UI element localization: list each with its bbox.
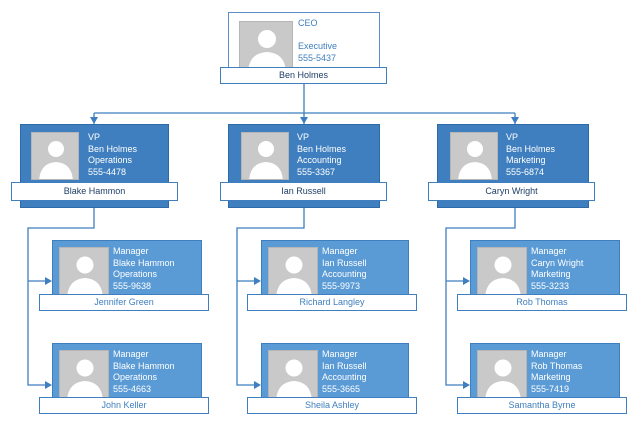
ceo-phone: 555-5437 bbox=[298, 52, 337, 63]
person-placeholder-icon bbox=[241, 132, 289, 180]
vp-info: VP Ben Holmes Accounting 555-3367 bbox=[297, 132, 347, 177]
manager-info: Manager Rob Thomas Marketing 555-7419 bbox=[531, 349, 583, 394]
person-placeholder-icon bbox=[59, 247, 109, 297]
manager-card[interactable]: Manager Ian Russell Accounting 555-3665 bbox=[261, 343, 409, 405]
vp-name: Caryn Wright bbox=[485, 186, 538, 196]
manager-name: Richard Langley bbox=[299, 297, 365, 307]
person-placeholder-icon bbox=[477, 247, 527, 297]
person-placeholder-icon bbox=[477, 350, 527, 400]
vp-name-bar: Ian Russell bbox=[220, 182, 387, 201]
connector-vp2-managers bbox=[236, 202, 305, 386]
ceo-name-bar: Ben Holmes bbox=[220, 67, 387, 84]
arrowhead-mgr-3 bbox=[254, 277, 261, 285]
person-placeholder-icon bbox=[268, 247, 318, 297]
ceo-title: CEO bbox=[298, 18, 318, 28]
arrowhead-vp-3 bbox=[511, 117, 519, 124]
person-placeholder-icon bbox=[59, 350, 109, 400]
ceo-name: Ben Holmes bbox=[278, 70, 329, 80]
arrowhead-mgr-2 bbox=[45, 381, 52, 389]
vp-name-bar: Blake Hammon bbox=[11, 182, 178, 201]
vp-name: Ian Russell bbox=[281, 186, 326, 196]
manager-name: Sheila Ashley bbox=[304, 400, 360, 410]
arrowhead-mgr-4 bbox=[254, 381, 261, 389]
manager-name: John Keller bbox=[101, 400, 147, 410]
manager-info: Manager Blake Hammon Operations 555-9638 bbox=[113, 246, 175, 291]
manager-info: Manager Blake Hammon Operations 555-4663 bbox=[113, 349, 175, 394]
person-placeholder-icon bbox=[450, 132, 498, 180]
person-placeholder-icon bbox=[31, 132, 79, 180]
manager-name: Samantha Byrne bbox=[508, 400, 576, 410]
ceo-info: CEO Executive 555-5437 bbox=[298, 18, 337, 64]
manager-card[interactable]: Manager Rob Thomas Marketing 555-7419 bbox=[470, 343, 620, 405]
arrowhead-mgr-1 bbox=[45, 277, 52, 285]
person-placeholder-icon bbox=[239, 21, 293, 71]
manager-info: Manager Ian Russell Accounting 555-3665 bbox=[322, 349, 367, 394]
arrowhead-vp-2 bbox=[300, 117, 308, 124]
manager-name-bar: John Keller bbox=[39, 397, 209, 414]
manager-name: Jennifer Green bbox=[94, 297, 154, 307]
manager-name-bar: Rob Thomas bbox=[457, 294, 627, 311]
manager-name-bar: Richard Langley bbox=[247, 294, 417, 311]
vp-info: VP Ben Holmes Marketing 555-6874 bbox=[506, 132, 556, 177]
manager-info: Manager Caryn Wright Marketing 555-3233 bbox=[531, 246, 584, 291]
person-placeholder-icon bbox=[268, 350, 318, 400]
manager-card[interactable]: Manager Blake Hammon Operations 555-9638 bbox=[52, 240, 202, 302]
vp-name: Blake Hammon bbox=[63, 186, 126, 196]
manager-name-bar: Jennifer Green bbox=[39, 294, 209, 311]
manager-name-bar: Sheila Ashley bbox=[247, 397, 417, 414]
manager-name-bar: Samantha Byrne bbox=[457, 397, 627, 414]
vp-info: VP Ben Holmes Operations 555-4478 bbox=[88, 132, 138, 177]
connector-vp1-managers bbox=[27, 202, 95, 386]
manager-name: Rob Thomas bbox=[516, 297, 568, 307]
manager-card[interactable]: Manager Blake Hammon Operations 555-4663 bbox=[52, 343, 202, 405]
manager-card[interactable]: Manager Ian Russell Accounting 555-9973 bbox=[261, 240, 409, 302]
arrowhead-mgr-5 bbox=[463, 277, 470, 285]
connector-vp3-managers bbox=[445, 202, 516, 386]
vp-name-bar: Caryn Wright bbox=[428, 182, 595, 201]
arrowhead-mgr-6 bbox=[463, 381, 470, 389]
ceo-department: Executive bbox=[298, 41, 338, 51]
manager-card[interactable]: Manager Caryn Wright Marketing 555-3233 bbox=[470, 240, 620, 302]
manager-info: Manager Ian Russell Accounting 555-9973 bbox=[322, 246, 367, 291]
arrowhead-vp-1 bbox=[90, 117, 98, 124]
